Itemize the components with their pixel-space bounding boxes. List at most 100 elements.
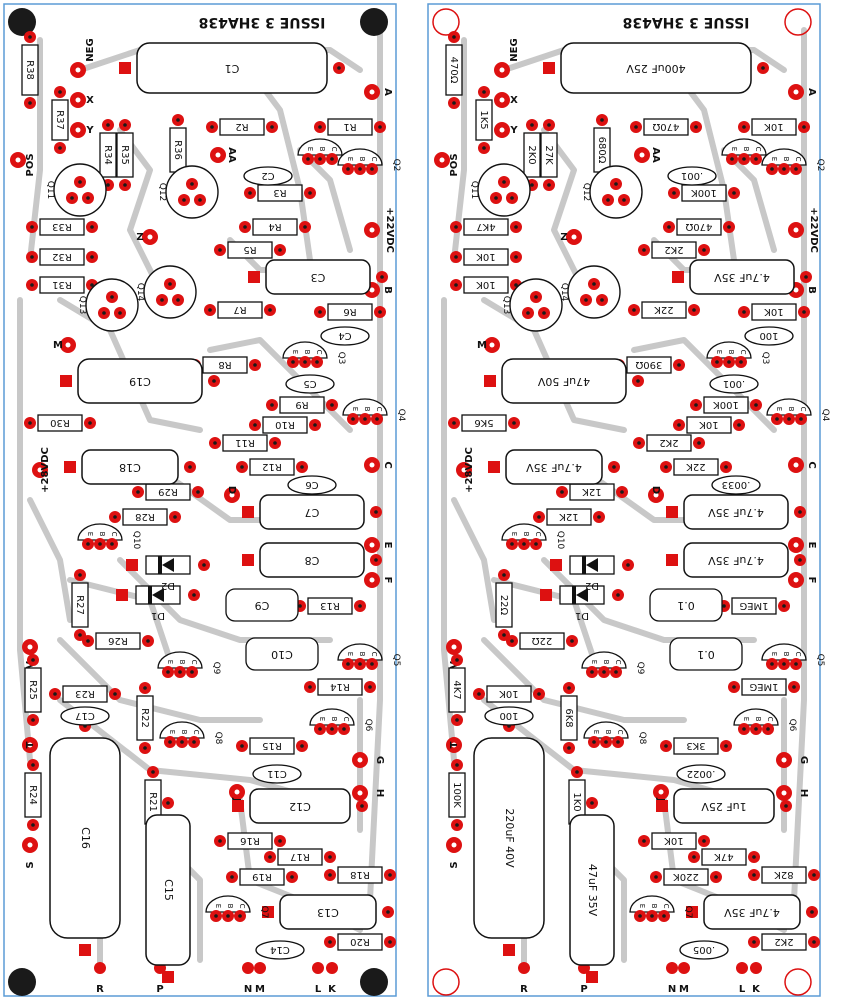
pad-square — [242, 506, 254, 518]
pad-hole — [715, 360, 719, 364]
pad-hole — [374, 510, 378, 514]
terminal-label-vdc28: +28VDC — [464, 447, 475, 493]
terminal-label-neg: NEG — [85, 38, 96, 61]
edge-pad — [678, 962, 690, 974]
transistor-label: Q14 — [135, 283, 145, 302]
pad-hole — [168, 282, 172, 286]
terminal-hole — [793, 89, 799, 95]
pad-hole — [792, 685, 796, 689]
pad-hole — [530, 183, 534, 187]
resistor-label-r6: 10K — [764, 306, 784, 317]
pad-hole — [123, 183, 127, 187]
pad-hole — [694, 403, 698, 407]
terminal-hole — [571, 234, 577, 240]
terminal-hole — [793, 462, 799, 468]
resistor-body — [277, 848, 323, 866]
resistor-body — [24, 667, 42, 713]
pad-hole — [454, 255, 458, 259]
resistor-body — [116, 132, 134, 178]
pad-hole — [378, 310, 382, 314]
resistor-label-r2: R2 — [235, 121, 248, 132]
resistor-body — [337, 933, 383, 951]
pad-hole — [494, 196, 498, 200]
resistor-body — [540, 132, 558, 178]
pad-hole — [58, 90, 62, 94]
resistor-body — [463, 248, 509, 266]
resistor-body — [761, 866, 807, 884]
pin-letter: B — [782, 157, 790, 162]
terminal-hole — [27, 644, 33, 650]
transistor-label: Q6 — [787, 719, 797, 732]
pad-hole — [787, 417, 791, 421]
electrolytic-capacitor — [560, 42, 752, 94]
resistor-label-r19: 220K — [673, 871, 699, 882]
pad-hole — [196, 490, 200, 494]
capacitor-label-c4: 100 — [759, 330, 778, 341]
pad-hole — [534, 295, 538, 299]
metal-can-transistor — [567, 265, 621, 319]
disc-capacitor — [287, 475, 337, 495]
terminal-hole — [793, 287, 799, 293]
pad-hole — [510, 639, 514, 643]
electrolytic-capacitor — [265, 259, 371, 295]
pad-hole — [664, 744, 668, 748]
pad-square — [248, 271, 260, 283]
pad-hole — [602, 670, 606, 674]
capacitor-label-c14: C14 — [270, 944, 290, 955]
resistor-label-r11: R11 — [235, 437, 255, 448]
terminal-label-pos: POS — [449, 153, 460, 176]
pin-letter: B — [358, 652, 366, 657]
resistor-label-r5: 2K2 — [664, 244, 683, 255]
pad-hole — [770, 662, 774, 666]
pin-letter: C — [534, 532, 542, 537]
pad-hole — [346, 167, 350, 171]
pad-square — [543, 62, 555, 74]
metal-can-transistor — [53, 163, 107, 217]
pad-hole — [637, 441, 641, 445]
pad-hole — [714, 875, 718, 879]
pad-square — [666, 506, 678, 518]
capacitor-label-c9: C9 — [255, 599, 270, 612]
pin-letter: B — [98, 532, 106, 537]
pad-hole — [106, 123, 110, 127]
terminal-label-x: X — [510, 95, 518, 106]
pin-letter: B — [180, 730, 188, 735]
resistor-body — [475, 99, 493, 141]
trace — [117, 127, 163, 293]
pad-hole — [31, 718, 35, 722]
diode-label: D2 — [161, 580, 175, 591]
pad-hole — [455, 763, 459, 767]
terminal-label-h: H — [798, 789, 809, 797]
pad-square — [116, 589, 128, 601]
pad-hole — [732, 685, 736, 689]
resistor-body — [327, 118, 373, 136]
resistor-label-r28: 12K — [559, 511, 579, 522]
resistor-label-r17: R17 — [290, 851, 310, 862]
electrolytic-capacitor — [683, 494, 789, 530]
terminal-hole — [499, 127, 505, 133]
terminal-hole — [229, 492, 235, 498]
resistor-body — [626, 356, 672, 374]
terminal-label-vdc22: +22VDC — [384, 207, 395, 253]
resistor-body — [741, 678, 787, 696]
pad-hole — [600, 298, 604, 302]
pad-hole — [226, 914, 230, 918]
resistor-body — [560, 695, 578, 741]
pad-hole — [526, 311, 530, 315]
resistor-body — [37, 414, 83, 432]
pad-hole — [273, 441, 277, 445]
pad-hole — [702, 248, 706, 252]
pad-hole — [118, 311, 122, 315]
terminal-hole — [65, 342, 71, 348]
pad-hole — [455, 718, 459, 722]
pin-letter: E — [351, 407, 359, 411]
terminal-hole — [781, 790, 787, 796]
resistor-label-r23: R23 — [75, 688, 95, 699]
pad-hole — [567, 746, 571, 750]
transistor-body — [501, 523, 547, 541]
capacitor-label-c3: C3 — [311, 271, 326, 284]
pad-hole — [482, 146, 486, 150]
pad-hole — [632, 308, 636, 312]
transistor-body — [766, 398, 812, 416]
mounting-hole — [360, 8, 388, 36]
